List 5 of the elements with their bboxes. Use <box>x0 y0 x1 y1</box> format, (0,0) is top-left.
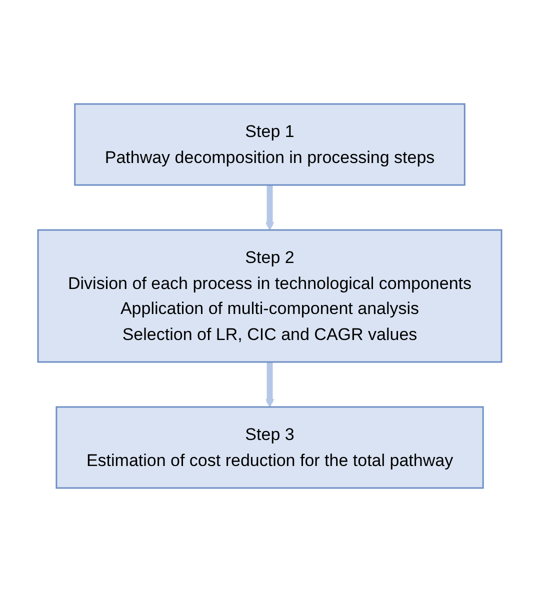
arrow <box>266 185 274 230</box>
node-box: Step 1 Pathway decomposition in processing steps <box>74 103 466 186</box>
node-box: Step 3 Estimation of cost reduction for the total pathway <box>56 406 484 489</box>
node-box: Step 2 Division of each process in technological components Application of multi-component analysis Selection of LR, CIC and CAGR values <box>37 229 502 363</box>
arrow <box>266 362 274 408</box>
